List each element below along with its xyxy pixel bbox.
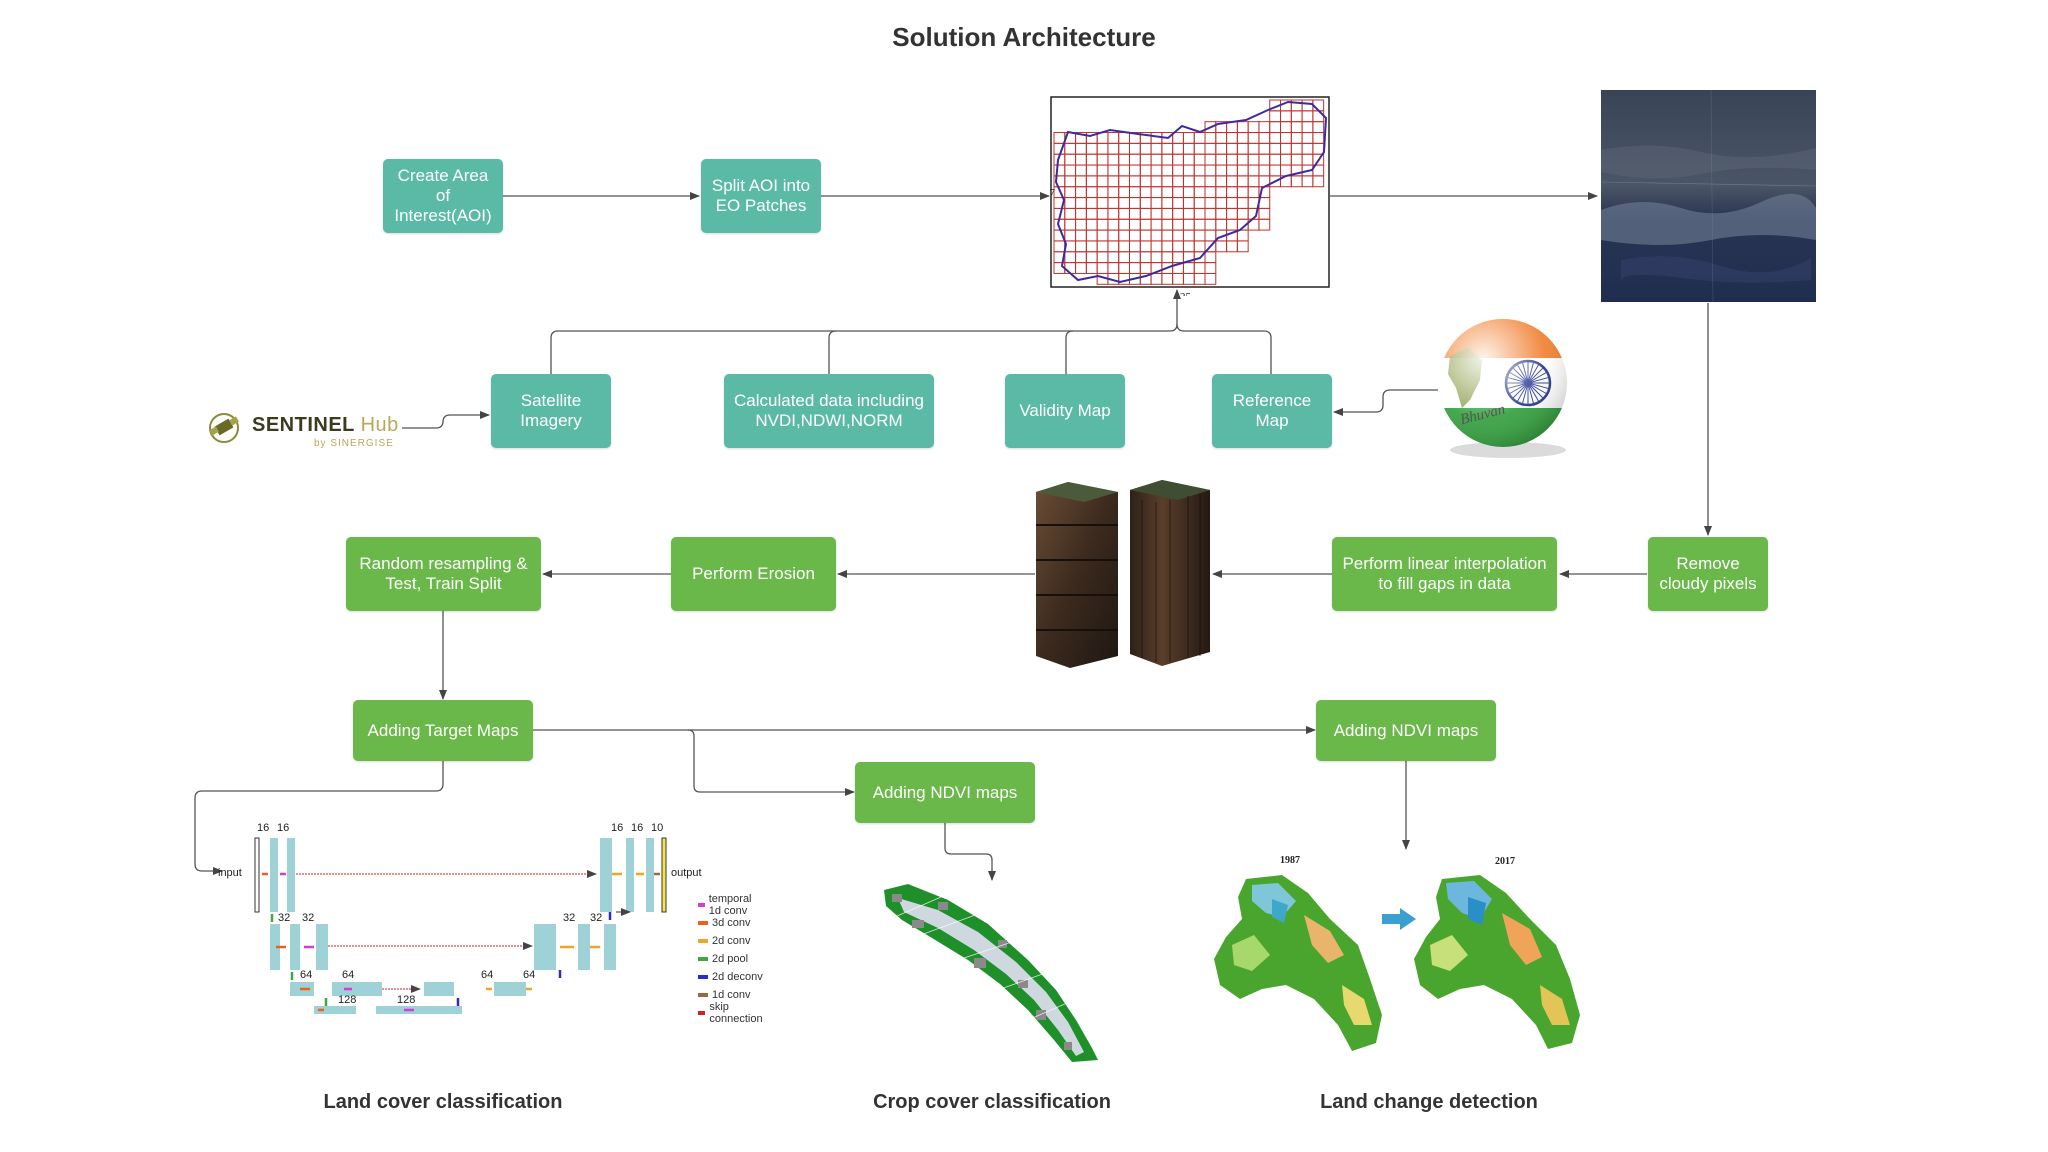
legend-label: 3d conv [712, 917, 751, 929]
adding-ndvi-maps-box-change: Adding NDVI maps [1316, 700, 1496, 761]
legend-item: 2d deconv [698, 968, 765, 986]
legend-swatch [698, 1011, 706, 1015]
legend-swatch [698, 903, 705, 907]
connector-reference [1176, 323, 1272, 374]
unet-number: 32 [302, 912, 315, 924]
legend-item: temporal 1d conv [698, 893, 765, 917]
land-map-2017 [1414, 875, 1580, 1049]
legend-swatch [698, 957, 708, 961]
satellite-image [1601, 90, 1816, 302]
grid-cell [1204, 272, 1217, 285]
unet-input-label: input [218, 867, 242, 879]
caption-crop-cover: Crop cover classification [873, 1091, 1111, 1113]
legend-item: 1d conv [698, 986, 765, 1004]
unet-number: 10 [651, 822, 664, 834]
legend-item: 2d pool [698, 950, 765, 968]
aoi-boundary-line [1054, 100, 1328, 284]
unet-number: 64 [523, 969, 536, 981]
change-arrow-icon [1382, 908, 1416, 930]
grid-cell [1236, 240, 1249, 253]
satellite-imagery-box: Satellite Imagery [491, 374, 611, 448]
unet-number: 16 [611, 822, 624, 834]
unet-number: 16 [277, 822, 290, 834]
legend-label: skip connection [709, 1001, 763, 1025]
unet-number: 128 [397, 994, 416, 1006]
aoi-grid-map: 17 25 [1050, 96, 1330, 296]
page-title: Solution Architecture [892, 22, 1156, 52]
sentinel-hub-logo: SENTINEL Hub by SINERGISE [204, 404, 404, 454]
connector-calculated [828, 330, 837, 374]
adding-target-maps-box: Adding Target Maps [353, 700, 533, 761]
caption-land-change: Land change detection [1320, 1091, 1538, 1113]
sentinel-sub: by SINERGISE [314, 438, 394, 449]
adding-ndvi-maps-box-crop: Adding NDVI maps [855, 762, 1035, 823]
remove-cloudy-box: Remove cloudy pixels [1648, 537, 1768, 611]
year-2017-label: 2017 [1495, 856, 1515, 867]
arrow-ndvi1-to-crop [944, 823, 996, 881]
validity-map-box: Validity Map [1005, 374, 1125, 448]
legend-label: 2d deconv [712, 971, 763, 983]
legend-item: 2d conv [698, 932, 765, 950]
legend-swatch [698, 939, 708, 943]
calculated-data-box: Calculated data including NVDI,NDWI,NORM [724, 374, 934, 448]
legend-item: 3d conv [698, 914, 765, 932]
random-resampling-box: Random resampling & Test, Train Split [346, 537, 541, 611]
perform-erosion-box: Perform Erosion [671, 537, 836, 611]
arrow-sentinel-to-satellite [402, 411, 490, 429]
unet-number: 32 [563, 912, 576, 924]
year-1987-label: 1987 [1280, 855, 1300, 866]
arrow-target-to-unet [194, 761, 444, 875]
split-aoi-box: Split AOI into EO Patches [701, 159, 821, 233]
connector-validity [1065, 330, 1074, 374]
unet-number: 32 [278, 912, 291, 924]
arrow-bhuvan-to-reference [1333, 389, 1438, 416]
land-map-1987 [1214, 875, 1382, 1051]
unet-number: 16 [631, 822, 644, 834]
unet-number: 128 [338, 994, 357, 1006]
crop-cover-map [884, 884, 1098, 1062]
unet-output-label: output [671, 867, 702, 879]
caption-land-cover: Land cover classification [323, 1091, 563, 1113]
legend-label: 2d conv [712, 935, 751, 947]
unet-number: 16 [257, 822, 270, 834]
grid-cell [1312, 175, 1325, 188]
legend-swatch [698, 921, 708, 925]
arrow-inputs-to-grid [550, 289, 1181, 374]
legend-label: 2d pool [712, 953, 749, 965]
unet-number: 64 [481, 969, 494, 981]
unet-number: 64 [300, 969, 313, 981]
unet-number: 32 [590, 912, 603, 924]
legend-label: 1d conv [712, 989, 751, 1001]
grid-label-left: 17 [1050, 187, 1056, 199]
create-aoi-box: Create Area of Interest(AOI) [383, 159, 503, 233]
arrow-target-to-ndvi1 [687, 729, 855, 796]
legend-swatch [698, 993, 708, 997]
grid-cell [1258, 218, 1271, 231]
linear-interpolation-box: Perform linear interpolation to fill gap… [1332, 537, 1557, 611]
unet-number: 64 [342, 969, 355, 981]
data-cube-images [1036, 480, 1210, 668]
satellite-icon [209, 413, 239, 443]
legend-swatch [698, 975, 708, 979]
legend-label: temporal 1d conv [708, 893, 752, 917]
legend-item: skip connection [698, 1001, 765, 1025]
sentinel-hub-word: Hub [360, 414, 399, 436]
bhuvan-globe-logo: Bhuvan [1439, 319, 1567, 458]
sentinel-wordmark: SENTINEL [252, 414, 355, 436]
reference-map-box: Reference Map [1212, 374, 1332, 448]
grid-label-bottom: 25 [1180, 291, 1192, 296]
